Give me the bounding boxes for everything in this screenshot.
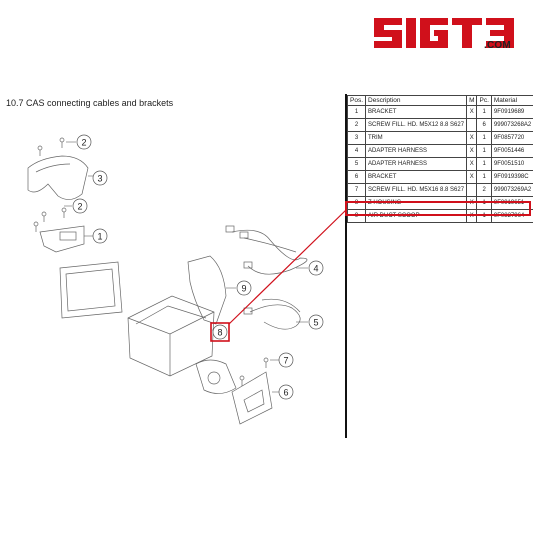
cell-m: X [466,131,478,145]
callout-8[interactable]: 8 [217,328,222,338]
row-highlight-box [345,201,531,216]
pump-unit [195,359,237,394]
cell-description: ADAPTER HARNESS [365,157,468,171]
callout-2b[interactable]: 2 [77,202,82,212]
cell-pos: 1 [346,105,367,119]
cell-description: BRACKET [365,105,468,119]
cell-description: AIR DUCT SCOOP [365,209,468,223]
cell-pc: 1 [476,131,492,145]
bracket-6 [231,371,273,425]
table-row[interactable]: 3 TRIM X 1 9F0857720 [346,131,533,145]
table-row[interactable]: 7 SCREW FILL. HD. M5X16 8.8 S627 2 99907… [346,183,533,197]
air-duct-scoop [187,255,227,325]
cell-material: 9F0051510 [490,157,533,171]
cell-description: BRACKET [365,170,468,184]
section-title: 10.7 CAS connecting cables and brackets [6,98,174,108]
callout-4[interactable]: 4 [313,264,318,274]
cell-pc: 1 [476,209,492,223]
cell-pc: 1 [476,157,492,171]
header-description: Description [365,95,468,106]
z-housing [127,295,215,377]
header-m: M [466,95,478,106]
cell-pc: 1 [476,105,492,119]
display-unit [59,261,123,319]
table-header-row: Pos. Description M Pc. Material [346,95,533,106]
cell-pc: 2 [476,183,492,197]
cell-material: 9F0919398C [490,170,533,184]
callout-5[interactable]: 5 [313,318,318,328]
cell-pos: 4 [346,144,367,158]
cell-description: ADAPTER HARNESS [365,144,468,158]
parts-table: Pos. Description M Pc. Material 1 BRACKE… [346,95,533,223]
cable-harness-5 [249,304,301,330]
logo-domain: .COM [484,40,511,51]
callout-9[interactable]: 9 [241,284,246,294]
table-divider [345,94,347,438]
cell-material: 9F0919689 [490,105,533,119]
cell-pos: 9 [346,209,367,223]
cell-pos: 6 [346,170,367,184]
highlight-connector [228,209,347,325]
cell-material: 999073269A2 [490,183,533,197]
cell-material: 9F0051446 [490,144,533,158]
table-row[interactable]: 9 AIR DUCT SCOOP X 1 9F0827964 [346,209,533,223]
header-pos: Pos. [346,95,367,106]
table-row[interactable]: 5 ADAPTER HARNESS X 1 9F0051510 [346,157,533,171]
cell-pos: 7 [346,183,367,197]
callout-6[interactable]: 6 [283,388,288,398]
cell-pos: 3 [346,131,367,145]
bracket-part [39,225,85,253]
cell-pc: 1 [476,144,492,158]
trim-part [27,155,89,200]
cell-m: X [466,157,478,171]
screw-icon [33,207,67,232]
table-row[interactable]: 2 SCREW FILL. HD. M5X12 8.8 S627 6 99907… [346,118,533,132]
cell-m: X [466,105,478,119]
callout-3[interactable]: 3 [97,174,102,184]
cell-material: 9F0857720 [490,131,533,145]
callout-7[interactable]: 7 [283,356,288,366]
table-row[interactable]: 1 BRACKET X 1 9F0919689 [346,105,533,119]
cable-harness-4 [231,229,308,275]
cell-m: X [466,209,478,223]
cell-pc: 6 [476,118,492,132]
cell-m [466,118,478,132]
logo-mark [374,18,514,48]
cell-m [466,183,478,197]
cell-m: X [466,170,478,184]
screw-icon [239,357,269,386]
screw-icon [37,137,65,156]
cell-pos: 5 [346,157,367,171]
cell-description: SCREW FILL. HD. M5X16 8.8 S627 [365,183,468,197]
callout-1[interactable]: 1 [97,232,102,242]
callout-2a[interactable]: 2 [81,138,86,148]
cell-pos: 2 [346,118,367,132]
header-pc: Pc. [476,95,492,106]
table-row[interactable]: 4 ADAPTER HARNESS X 1 9F0051446 [346,144,533,158]
callout-8-highlight [210,322,230,342]
cell-description: SCREW FILL. HD. M5X12 8.8 S627 [365,118,468,132]
header-material: Material [490,95,533,106]
cell-pc: 1 [476,170,492,184]
cell-m: X [466,144,478,158]
brand-logo[interactable] [372,10,524,60]
cell-material: 999073268A2 [490,118,533,132]
cell-description: TRIM [365,131,468,145]
table-row[interactable]: 6 BRACKET X 1 9F0919398C [346,170,533,184]
